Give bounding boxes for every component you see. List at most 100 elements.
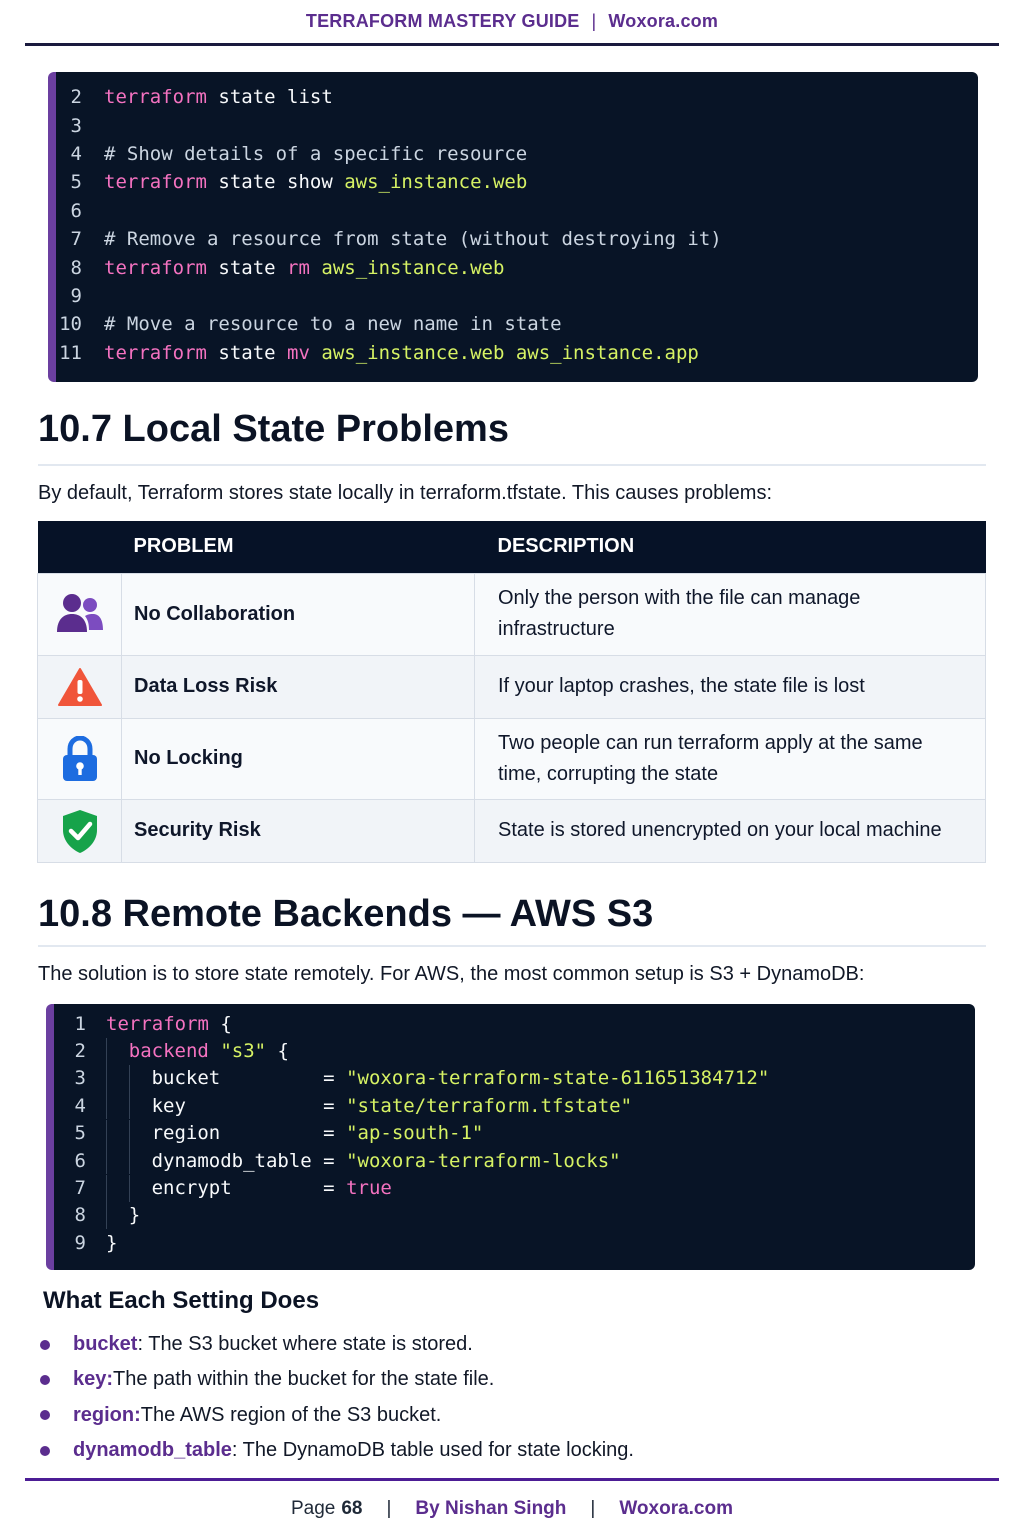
code-keyword: true xyxy=(346,1177,392,1200)
setting-term: key: xyxy=(73,1368,114,1391)
lock-icon xyxy=(62,735,97,781)
bullet-icon xyxy=(40,1374,50,1385)
line-number: 9 xyxy=(74,1231,86,1254)
setting-text: The AWS region of the S3 bucket. xyxy=(140,1403,442,1426)
guide-title: TERRAFORM MASTERY GUIDE xyxy=(305,11,580,31)
description-column-header: DESCRIPTION xyxy=(474,521,986,573)
line-number: 3 xyxy=(74,1067,86,1090)
code-line: 9 xyxy=(56,282,978,310)
line-number: 6 xyxy=(70,199,82,222)
shield-check-icon xyxy=(62,809,97,853)
setting-text: : The DynamoDB table used for state lock… xyxy=(231,1439,634,1462)
line-number: 7 xyxy=(70,228,82,251)
line-number: 6 xyxy=(74,1149,86,1172)
list-item: bucket: The S3 bucket where state is sto… xyxy=(40,1327,634,1362)
table-header-row: PROBLEM DESCRIPTION xyxy=(37,521,986,573)
line-number: 3 xyxy=(70,114,82,137)
indent-guide xyxy=(106,1174,107,1202)
problem-name: Security Risk xyxy=(121,798,475,863)
page-header: TERRAFORM MASTERY GUIDE | Woxora.com xyxy=(25,0,999,46)
list-item: region: The AWS region of the S3 bucket. xyxy=(40,1398,634,1433)
code-line: 6 xyxy=(56,197,978,225)
code-text xyxy=(310,342,321,364)
code-text: state list xyxy=(206,86,333,109)
list-item: key: The path within the bucket for the … xyxy=(40,1362,634,1397)
code-line: 9} xyxy=(54,1229,975,1256)
code-keyword: terraform xyxy=(104,341,207,364)
code-text: dynamodb_table = xyxy=(151,1149,347,1172)
code-comment: # Move a resource to a new name in state xyxy=(104,313,562,336)
problem-description: Two people can run terraform apply at th… xyxy=(474,717,986,800)
code-string: "s3" xyxy=(220,1040,267,1063)
code-keyword: backend xyxy=(128,1040,209,1063)
problem-description: If your laptop crashes, the state file i… xyxy=(474,654,986,719)
bullet-icon xyxy=(40,1339,50,1350)
code-text: bucket = xyxy=(151,1067,347,1090)
code-line: 7 # Remove a resource from state (without… xyxy=(56,225,978,253)
problem-name: No Collaboration xyxy=(121,572,475,656)
setting-text: : The S3 bucket where state is stored. xyxy=(137,1333,473,1356)
code-text: key = xyxy=(151,1094,347,1117)
local-state-intro: By default, Terraform stores state local… xyxy=(38,482,772,504)
code-keyword: terraform xyxy=(104,171,207,194)
code-comment: # Show details of a specific resource xyxy=(104,142,528,165)
code-line: 10 # Move a resource to a new name in sta… xyxy=(56,310,978,338)
footer-author: By Nishan Singh xyxy=(415,1497,567,1519)
code-keyword: terraform xyxy=(104,256,207,279)
code-text: { xyxy=(208,1012,232,1035)
code-line: 5 terraform state show aws_instance.web xyxy=(56,168,978,196)
code-string: aws_instance.web xyxy=(344,171,528,194)
setting-term: dynamodb_table xyxy=(73,1439,232,1462)
icon-column-header xyxy=(37,521,122,573)
code-text: } xyxy=(128,1204,141,1227)
code-text: state xyxy=(206,341,288,364)
header-site-link[interactable]: Woxora.com xyxy=(608,11,719,31)
table-row: No Collaboration Only the person with th… xyxy=(37,572,986,656)
code-keyword: terraform xyxy=(104,86,207,109)
code-string: "state/terraform.tfstate" xyxy=(346,1094,633,1117)
code-text: state show xyxy=(206,171,345,194)
code-comment: # Remove a resource from state (without … xyxy=(104,228,722,251)
indent-guide xyxy=(106,1037,107,1065)
code-string: aws_instance.web aws_instance.app xyxy=(321,341,699,364)
indent-guide xyxy=(106,1092,107,1120)
code-line: 3 xyxy=(56,111,978,139)
problem-name: No Locking xyxy=(121,717,475,800)
indent-guide xyxy=(128,1147,130,1175)
bullet-icon xyxy=(40,1445,50,1456)
line-number: 10 xyxy=(59,313,82,336)
list-item: dynamodb_table: The DynamoDB table used … xyxy=(40,1433,634,1468)
problem-name: Data Loss Risk xyxy=(121,654,475,719)
header-separator: | xyxy=(591,11,597,31)
code-keyword: terraform xyxy=(106,1012,209,1035)
code-text: state xyxy=(206,256,288,279)
settings-list: bucket: The S3 bucket where state is sto… xyxy=(40,1327,634,1468)
code-line: 8} xyxy=(54,1201,975,1229)
problem-description: Only the person with the file can manage… xyxy=(474,572,986,656)
table-row: Security Risk State is stored unencrypte… xyxy=(37,798,986,863)
indent-guide xyxy=(106,1147,107,1175)
indent-guide xyxy=(106,1064,107,1092)
line-number: 5 xyxy=(70,171,82,194)
section-heading-local-state: 10.7 Local State Problems xyxy=(38,408,986,466)
indent-guide xyxy=(128,1174,130,1202)
footer-site-link[interactable]: Woxora.com xyxy=(619,1497,734,1519)
bullet-icon xyxy=(40,1410,50,1421)
indent-guide xyxy=(106,1201,107,1229)
line-number: 8 xyxy=(74,1204,86,1227)
code-text: } xyxy=(106,1231,118,1254)
code-text xyxy=(310,257,321,279)
table-row: No Locking Two people can run terraform … xyxy=(37,717,986,800)
footer-separator: | xyxy=(590,1497,596,1519)
indent-guide xyxy=(128,1092,130,1120)
settings-heading: What Each Setting Does xyxy=(43,1287,320,1314)
code-string: "woxora-terraform-locks" xyxy=(346,1149,621,1172)
line-number: 8 xyxy=(70,256,82,279)
problem-column-header: PROBLEM xyxy=(121,521,475,573)
line-number: 11 xyxy=(59,341,82,364)
